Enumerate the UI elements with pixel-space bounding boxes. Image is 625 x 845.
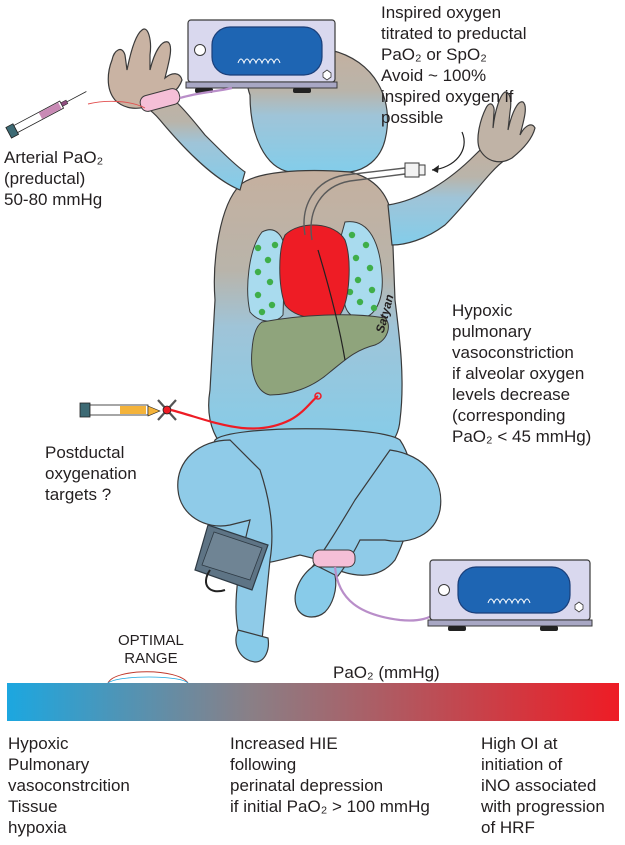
mid-pao2-caption: Increased HIE following perinatal depres… [230,734,430,816]
optimal-range-label: OPTIMAL RANGE [118,632,184,667]
needle-line-top [87,100,146,109]
lungs [247,221,383,322]
annotation-arrowhead [432,165,439,173]
optimal-range-bracket [107,671,189,684]
tube-connector [404,162,426,178]
arterial-line [170,395,319,430]
alveoli-dots [254,231,378,316]
pulse-oximeter-monitor-bottom [427,559,593,631]
inspired-oxygen-annotation: Inspired oxygen titrated to preductal Pa… [381,3,527,127]
pao2-axis-label: PaO₂ (mmHg) [333,663,440,682]
high-pao2-caption: High OI at initiation of iNO associated … [481,734,605,837]
endotracheal-tube [303,167,406,241]
wrist-probe-top [139,88,181,112]
probe-cable-bottom [333,566,439,622]
syringe-top [5,91,87,139]
probe-cable-top [179,86,233,100]
heart [279,224,350,319]
annotation-arrow [431,131,465,171]
low-pao2-caption: Hypoxic Pulmonary vasoconstrcition Tissu… [8,734,130,837]
blood-pressure-cuff [194,524,269,593]
arterial-pao2-annotation: Arterial PaO₂ (preductal) 50-80 mmHg [4,148,104,209]
foot-probe [312,549,356,568]
hypoxic-vasoconstriction-annotation: Hypoxic pulmonary vasoconstriction if al… [452,301,592,446]
pao2-gradient-bar [7,683,619,721]
postductal-targets-annotation: Postductal oxygenation targets ? [45,443,137,504]
catheter-line [317,249,346,361]
liver [251,314,389,396]
syringe-middle [79,399,177,421]
pulse-oximeter-monitor-top [185,19,338,93]
arterial-line-end [314,392,322,400]
